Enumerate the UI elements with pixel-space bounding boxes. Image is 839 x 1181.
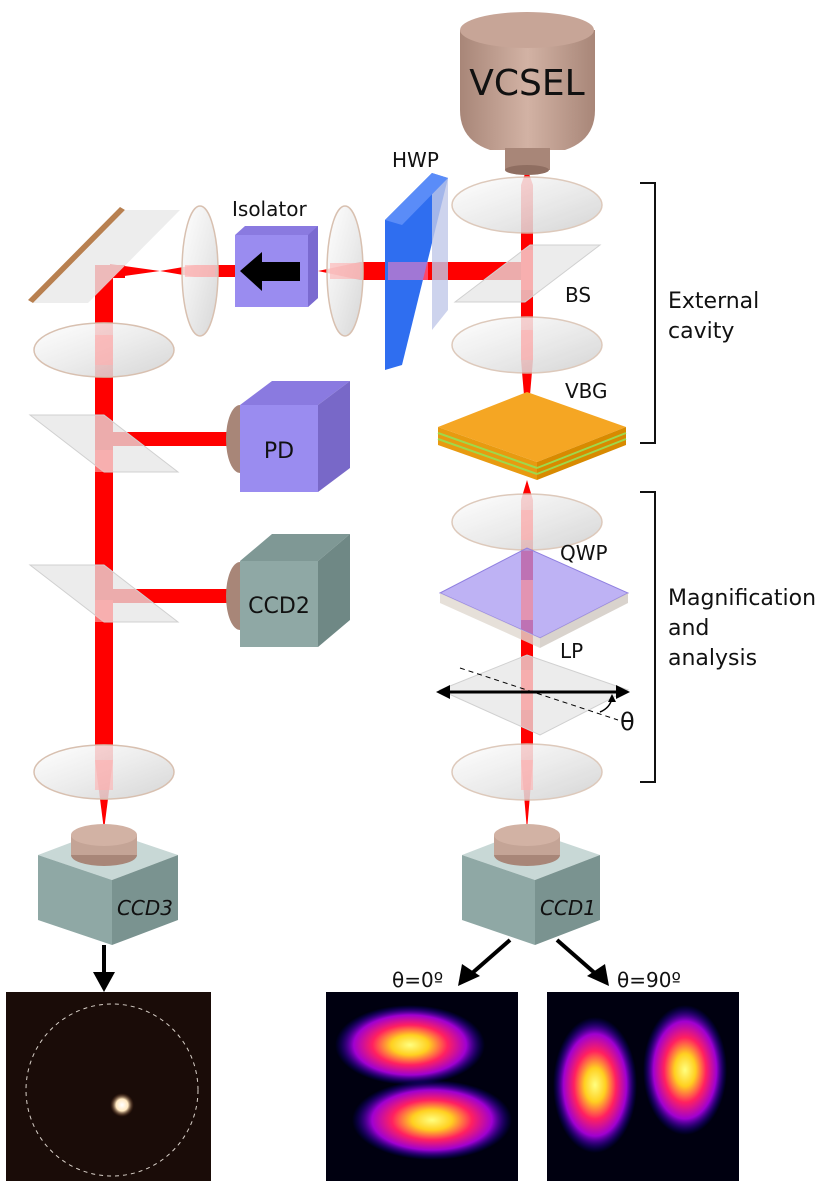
lp-label: LP xyxy=(560,639,583,663)
ccd2-camera: CCD2 xyxy=(226,534,350,647)
ccd1-label: CCD1 xyxy=(540,896,596,920)
output-arrows xyxy=(93,938,609,992)
beam-splitter-left-2 xyxy=(28,564,180,623)
bracket-magnification xyxy=(640,491,656,783)
hwp-label: HWP xyxy=(392,148,439,172)
vbg-grating xyxy=(437,392,627,480)
pd-label: PD xyxy=(264,439,294,464)
theta-label: θ xyxy=(620,708,635,736)
theta-0-label: θ=0º xyxy=(392,968,443,992)
bracket-external-cavity xyxy=(640,182,656,444)
magnification-label-3: analysis xyxy=(668,646,757,671)
vcsel-label: VCSEL xyxy=(469,63,584,104)
ccd3-label: CCD3 xyxy=(117,896,173,920)
magnification-label-2: and xyxy=(668,616,709,641)
ccd1-camera: CCD1 xyxy=(462,824,600,945)
isolator-arrow-icon xyxy=(240,252,300,291)
vbg-label: VBG xyxy=(565,379,608,403)
ccd2-label: CCD2 xyxy=(248,594,310,619)
vcsel-laser: VCSEL xyxy=(460,12,595,175)
linear-polarizer xyxy=(438,654,630,736)
mirror xyxy=(28,207,180,303)
polarizer-axis-arrow xyxy=(436,667,630,721)
ccd3-camera: CCD3 xyxy=(38,824,178,945)
external-cavity-label-1: External xyxy=(668,289,759,314)
theta-0-image xyxy=(326,992,518,1181)
photodiode: PD xyxy=(226,381,350,492)
beam-left-vertical xyxy=(95,265,113,830)
lens-right-1 xyxy=(451,176,603,234)
beam-splitter-left-1 xyxy=(28,414,180,473)
magnification-label-1: Magnification xyxy=(668,586,816,611)
isolator-label: Isolator xyxy=(232,197,307,221)
theta-90-label: θ=90º xyxy=(617,968,681,992)
optical-isolator xyxy=(235,226,318,307)
external-cavity-label-2: cavity xyxy=(668,319,734,344)
ccd3-image xyxy=(6,992,211,1181)
bs-label: BS xyxy=(565,283,591,307)
theta-90-image xyxy=(547,992,739,1181)
qwp-label: QWP xyxy=(560,541,608,565)
qwp-waveplate xyxy=(438,547,630,648)
